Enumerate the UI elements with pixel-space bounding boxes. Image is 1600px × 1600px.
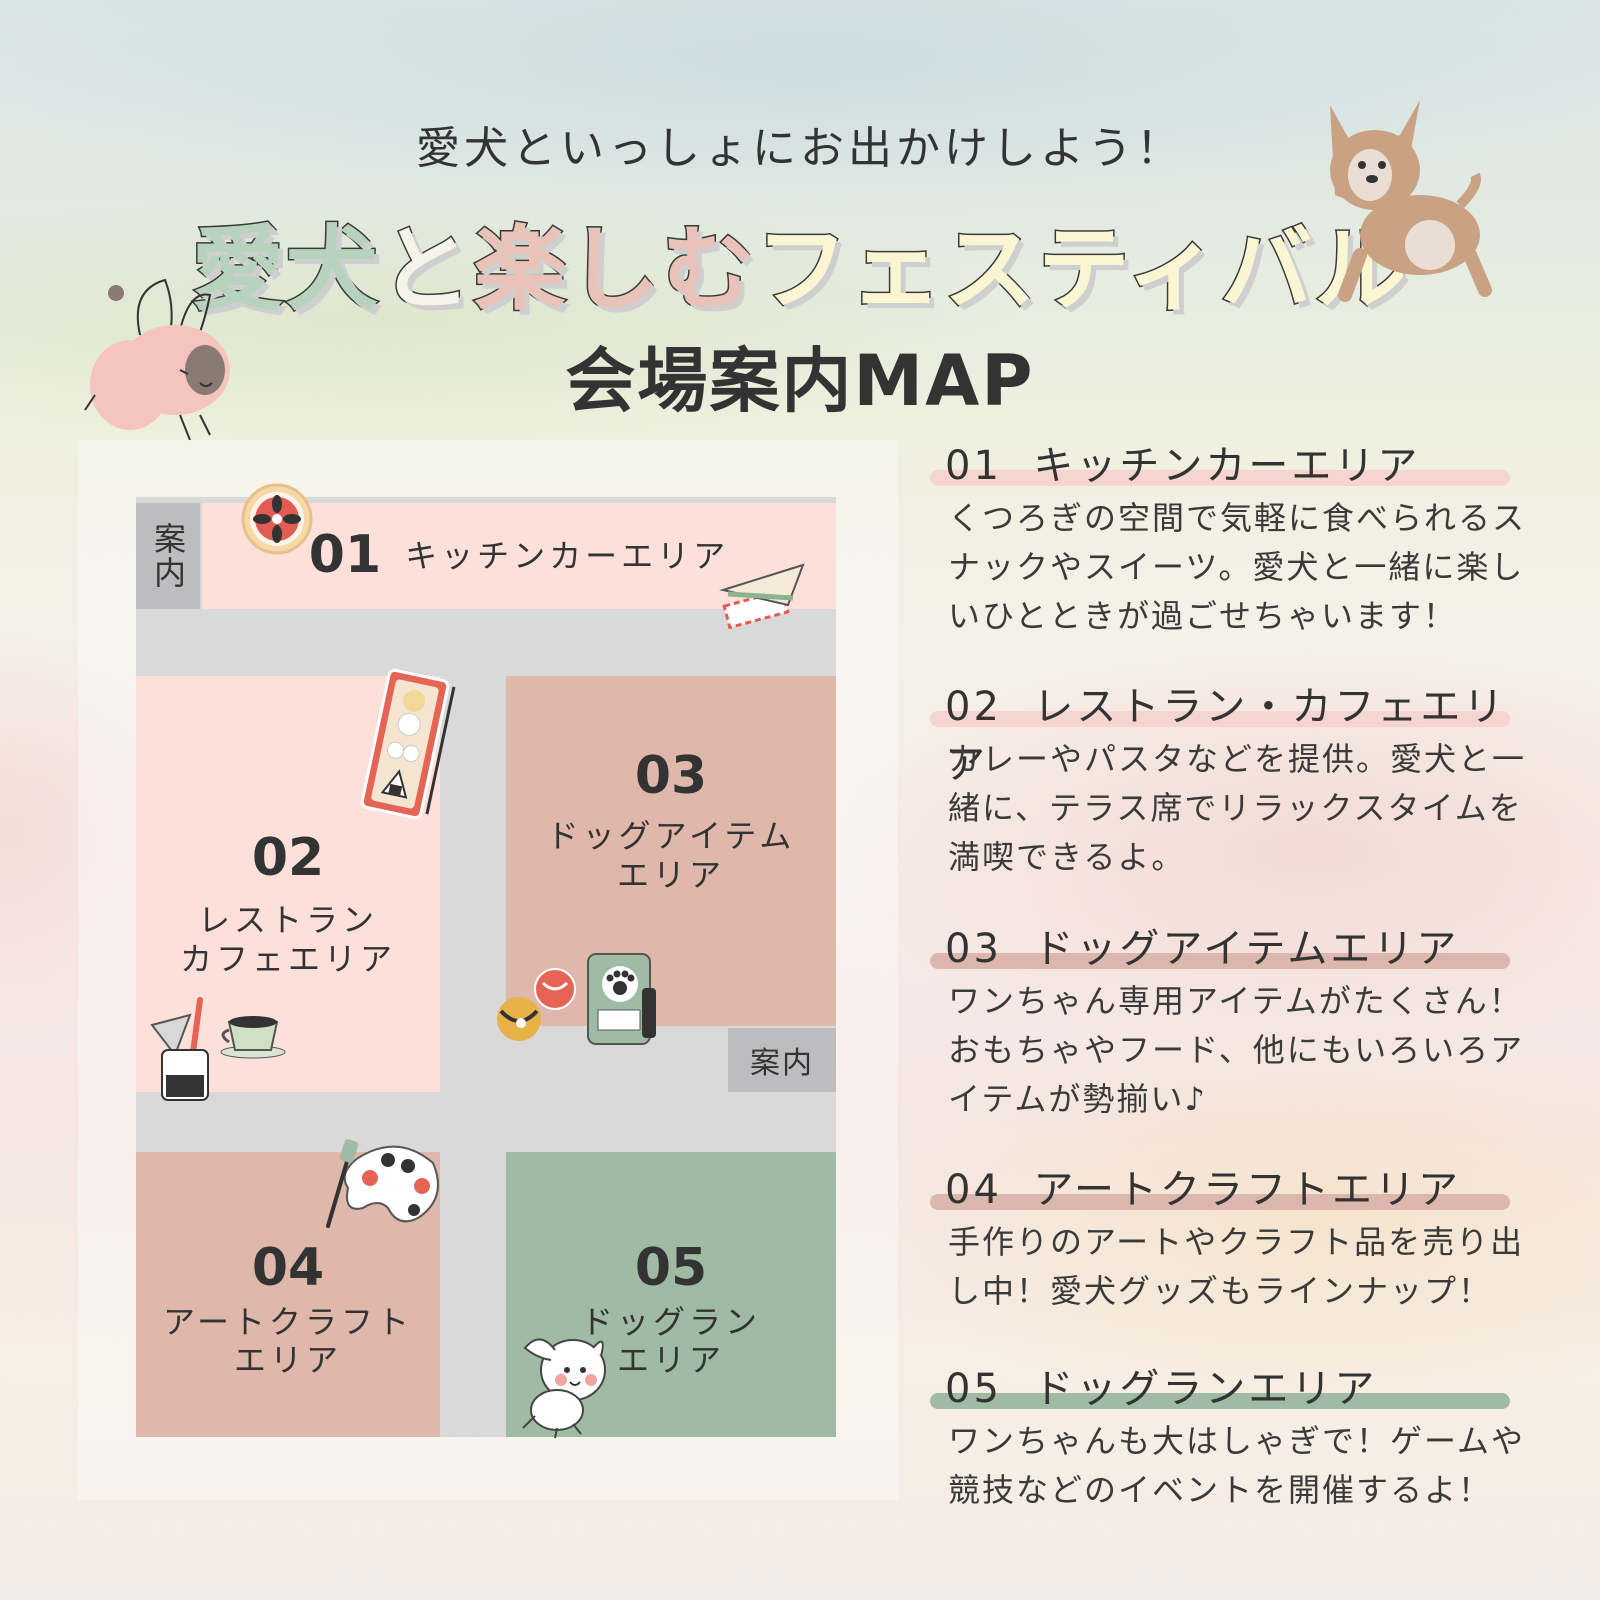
sandwich-icon: [719, 563, 805, 630]
paint-palette-icon: [326, 1139, 439, 1228]
pizza-icon: [241, 483, 313, 555]
legend-heading-03: 03 ドッグアイテムエリア: [945, 916, 1525, 974]
legend-line: 緒に、テラス席でリラックスタイムを: [948, 789, 1523, 827]
dog-food-bag-icon: [587, 953, 656, 1045]
legend-line: くつろぎの空間で気軽に食べられるス: [948, 499, 1527, 537]
legend-bar-04: [930, 1194, 1510, 1210]
legend-heading-05: 05 ドッグランエリア: [945, 1356, 1525, 1414]
legend-line: 満喫できるよ。: [948, 838, 1186, 876]
coffee-cup-icon: [220, 1016, 286, 1059]
page-subtitle: 会場案内MAP: [565, 340, 1035, 422]
legend-heading-01: 01 キッチンカーエリア: [945, 433, 1525, 491]
legend-description-01: くつろぎの空間で気軽に食べられるス ナックやスイーツ。愛犬と一緒に楽し いひとと…: [948, 494, 1528, 641]
legend-title: ドッグランエリア: [1033, 1366, 1378, 1412]
legend-description-03: ワンちゃん専用アイテムがたくさん！ おもちゃやフード、他にもいろいろア イテムが…: [948, 977, 1528, 1124]
legend-bar-01: [930, 470, 1510, 486]
legend-line: ワンちゃん専用アイテムがたくさん！: [948, 982, 1523, 1020]
area-number: 05: [634, 1237, 708, 1298]
info-desk-2[interactable]: 案内: [728, 1028, 836, 1092]
legend-bar-05: [930, 1393, 1510, 1409]
title-part-dog: 愛犬: [190, 215, 380, 325]
legend-title: ドッグアイテムエリア: [1033, 926, 1460, 972]
legend-heading-02: 02 レストラン・カフェエリア: [945, 674, 1525, 790]
legend-bar-03: [930, 953, 1510, 969]
legend-number: 01: [945, 443, 1002, 489]
area-number: 02: [251, 828, 325, 889]
legend-line: 競技などのイベントを開催するよ！: [948, 1471, 1493, 1509]
legend-line: いひとときが過ごせちゃいます！: [948, 597, 1458, 635]
area-number: 03: [634, 746, 708, 807]
legend-line: おもちゃやフード、他にもいろいろア: [948, 1031, 1525, 1069]
legend-line: 手作りのアートやクラフト品を売り出: [948, 1223, 1525, 1261]
legend-description-02: カレーやパスタなどを提供。愛犬と一 緒に、テラス席でリラックスタイムを 満喫でき…: [948, 735, 1528, 882]
area-name-line-1: レストラン: [197, 901, 378, 940]
info-desk-1[interactable]: 案内: [136, 503, 200, 609]
area-name-line-2: エリア: [616, 855, 725, 894]
area-name-line-2: カフェエリア: [179, 939, 396, 978]
legend-number: 05: [945, 1366, 1002, 1412]
legend-title: レストラン・カフェエリア: [945, 684, 1507, 788]
info-desk-label: 案内: [149, 522, 187, 590]
legend-line: カレーやパスタなどを提供。愛犬と一: [948, 740, 1527, 778]
jumping-dog-illustration: [1330, 100, 1492, 302]
white-dog-illustration: [522, 1338, 606, 1439]
tagline: 愛犬といっしょにお出かけしよう！: [416, 123, 1184, 174]
legend-number: 03: [945, 926, 1002, 972]
legend-line: ナックやスイーツ。愛犬と一緒に楽し: [948, 548, 1525, 586]
area-name-line-2: エリア: [233, 1341, 342, 1380]
legend-number: 02: [945, 684, 1002, 730]
pink-dog-illustration: [84, 278, 230, 441]
legend-line: イテムが勢揃い♪: [948, 1080, 1207, 1118]
map-area-03[interactable]: 03 ドッグアイテム エリア: [506, 676, 836, 1026]
area-name-line-2: エリア: [616, 1341, 725, 1380]
area-name-line-1: ドッグラン: [580, 1302, 761, 1341]
legend-title: アートクラフトエリア: [1033, 1167, 1461, 1213]
title-part-festival: フェスティバル: [754, 215, 1409, 325]
legend-title: キッチンカーエリア: [1033, 443, 1421, 489]
ice-cream-icon: [150, 997, 209, 1101]
legend-description-05: ワンちゃんも大はしゃぎで！ゲームや 競技などのイベントを開催するよ！: [948, 1417, 1528, 1515]
area-number: 01: [308, 525, 382, 586]
legend-line: ワンちゃんも大はしゃぎで！ゲームや: [948, 1422, 1526, 1460]
bento-box-icon: [360, 668, 456, 820]
area-name-line-1: アートクラフト: [162, 1302, 414, 1341]
area-number: 04: [251, 1237, 325, 1298]
info-desk-label: 案内: [750, 1046, 814, 1081]
dog-toy-balls-icon: [497, 968, 576, 1041]
main-title: 愛犬と楽しむフェスティバル: [0, 195, 1600, 328]
area-name: キッチンカーエリア: [405, 536, 730, 575]
title-part-to: と: [378, 215, 474, 325]
title-part-enjoy: 楽しむ: [472, 215, 756, 325]
legend-bar-02: [930, 711, 1510, 727]
legend-description-04: 手作りのアートやクラフト品を売り出 し中！愛犬グッズもラインナップ！: [948, 1218, 1528, 1316]
legend-heading-04: 04 アートクラフトエリア: [945, 1157, 1525, 1215]
area-name-line-1: ドッグアイテム: [546, 817, 796, 856]
legend-line: し中！愛犬グッズもラインナップ！: [948, 1272, 1493, 1310]
legend-number: 04: [945, 1167, 1002, 1213]
